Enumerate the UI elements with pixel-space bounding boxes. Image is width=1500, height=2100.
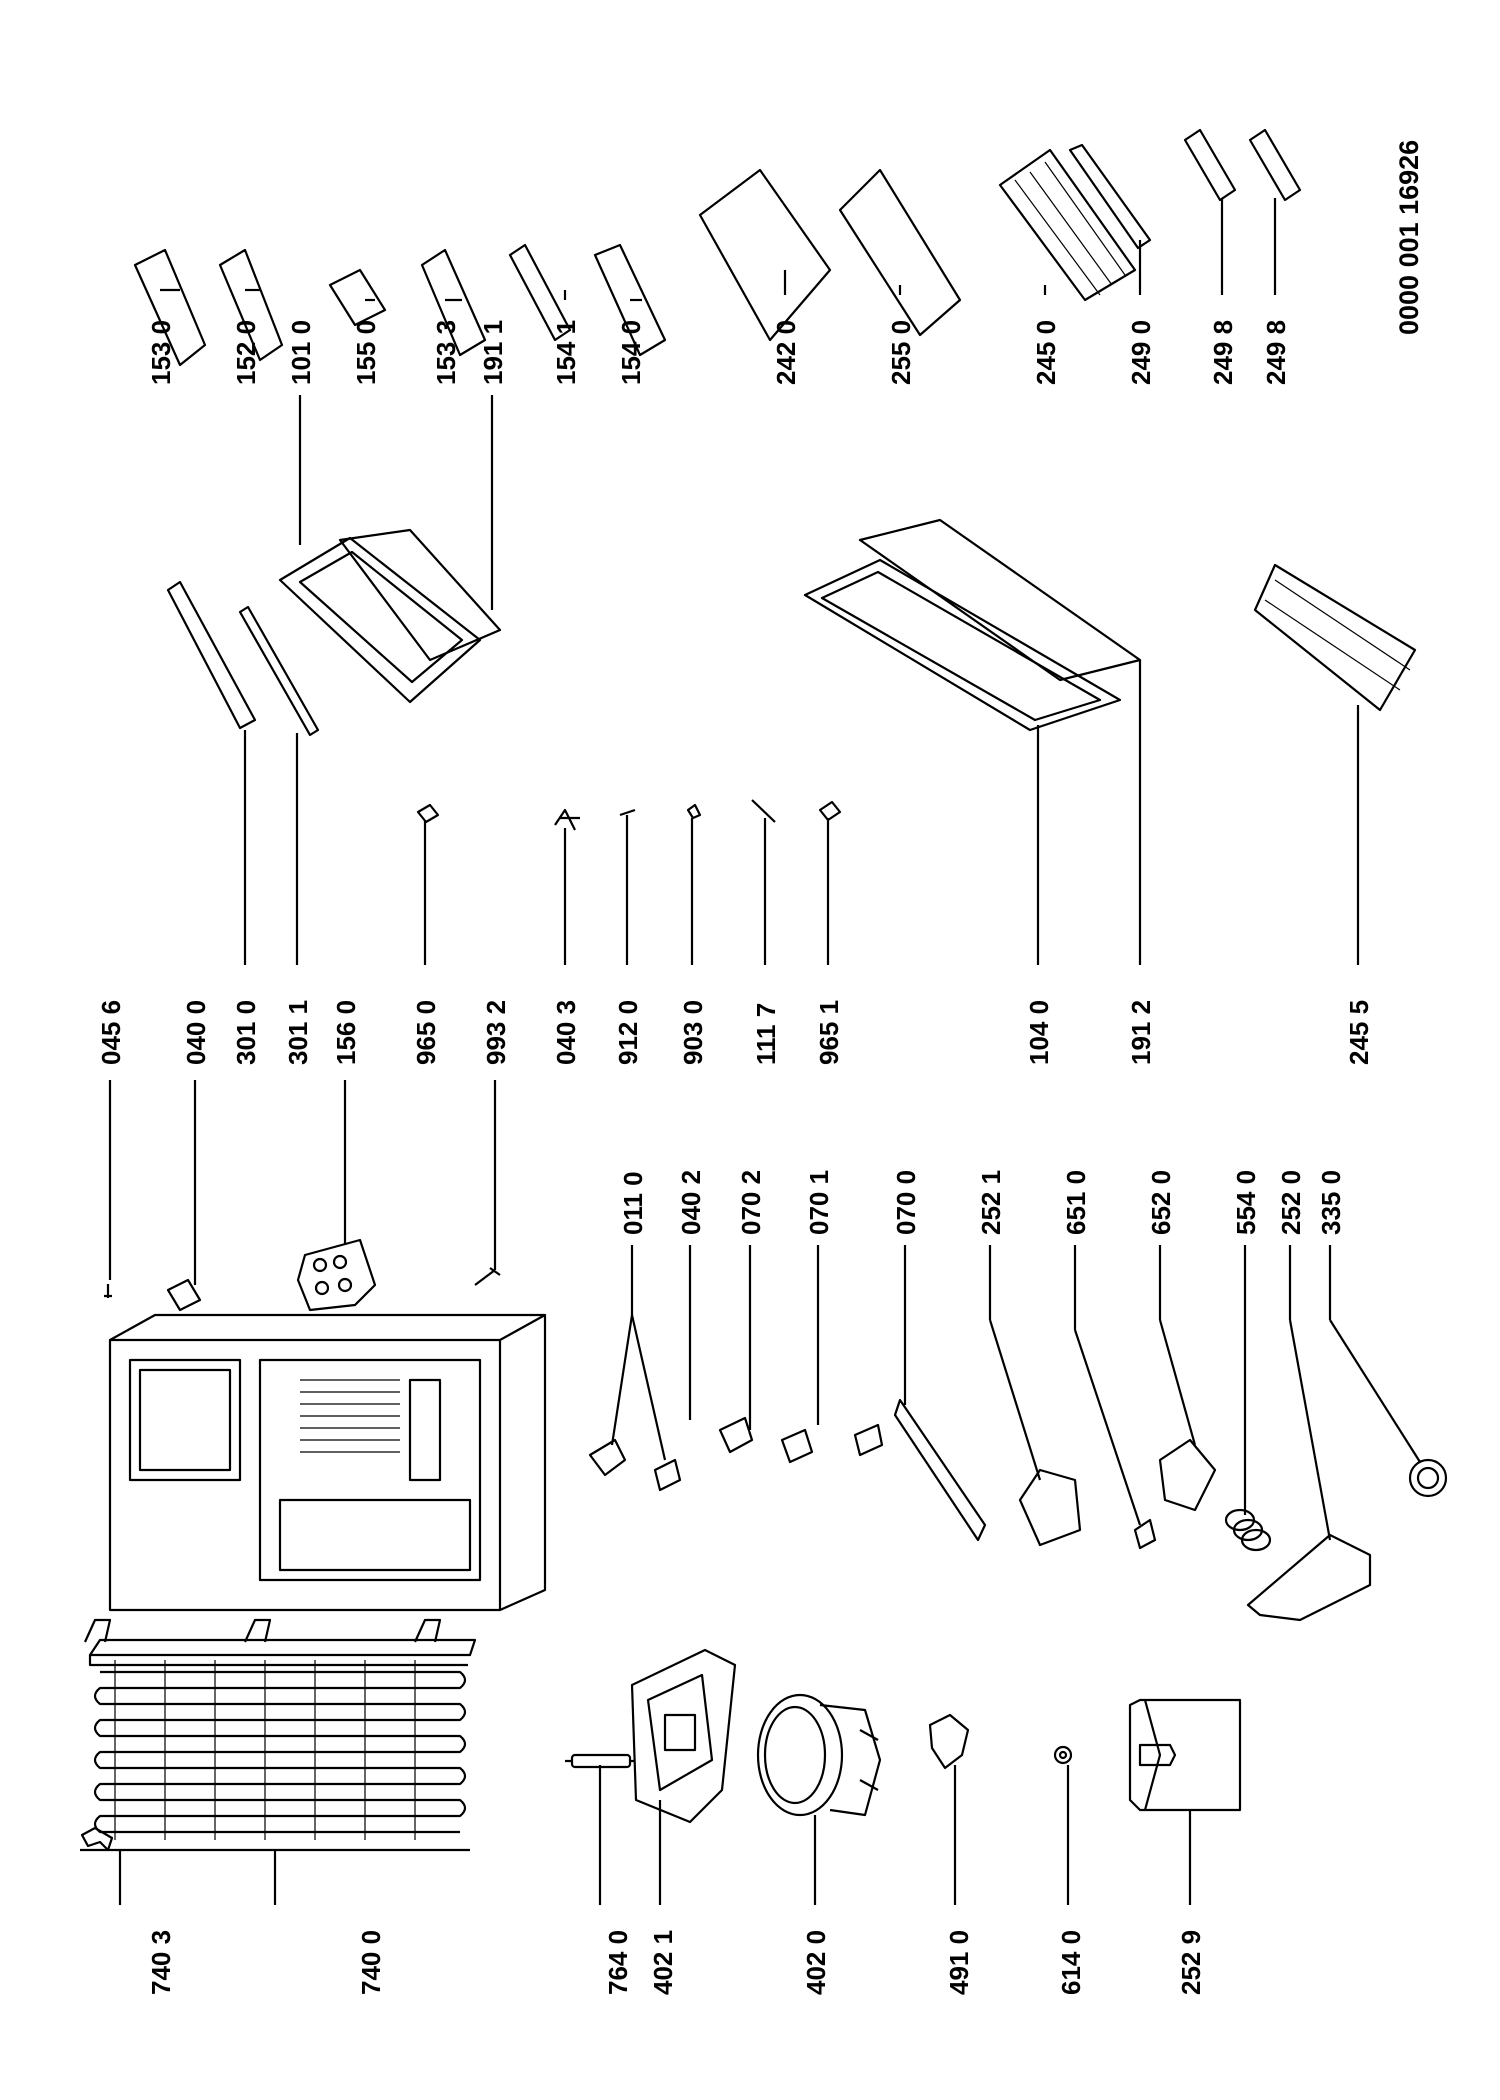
- label-6140: 614 0: [1056, 1930, 1086, 1995]
- filter-drier-part: [565, 1753, 640, 1769]
- label-9120: 912 0: [613, 1000, 643, 1065]
- balcony-part-1520: [218, 248, 284, 362]
- label-1912: 191 2: [1126, 1000, 1156, 1065]
- clip-part-7403: [80, 1826, 114, 1852]
- grommet-part: [1053, 1745, 1073, 1765]
- cabinet-part: [108, 1313, 547, 1612]
- balcony-part-1541: [508, 243, 572, 342]
- drawing-reference: 0000 001 16926: [1394, 140, 1424, 335]
- bottle-rack-part-b: [1248, 128, 1302, 202]
- label-1117: 111 7: [751, 1003, 781, 1065]
- label-2521: 252 1: [976, 1170, 1006, 1235]
- label-2420: 242 0: [771, 320, 801, 385]
- lamp-part: [1133, 1518, 1157, 1550]
- wire-part-9120: [619, 808, 636, 817]
- label-7403: 740 3: [146, 1930, 176, 1995]
- door-gasket-part-1911: [338, 528, 502, 662]
- crisper-drawer-part: [698, 168, 832, 342]
- label-1560: 156 0: [331, 1000, 361, 1065]
- egg-holder-part: [328, 268, 387, 327]
- label-9030: 903 0: [678, 1000, 708, 1065]
- label-7640: 764 0: [603, 1930, 633, 1995]
- relay-cover-part: [928, 1713, 970, 1770]
- label-2529: 252 9: [1176, 1930, 1206, 1995]
- label-0403: 040 3: [551, 1000, 581, 1065]
- label-0701: 070 1: [804, 1170, 834, 1235]
- label-5540: 554 0: [1231, 1170, 1261, 1235]
- label-1541: 154 1: [551, 320, 581, 385]
- sensor-part: [474, 1267, 501, 1286]
- housing-part-2521: [1018, 1468, 1082, 1547]
- balcony-part-1530: [133, 248, 207, 367]
- rail-part-1117: [751, 799, 776, 823]
- label-1540: 154 0: [616, 320, 646, 385]
- compressor-part: [756, 1693, 882, 1817]
- label-9932: 993 2: [481, 1000, 511, 1065]
- upper-door-part: [278, 536, 482, 704]
- condenser-coil-part: [80, 1618, 477, 1852]
- label-0700: 070 0: [891, 1170, 921, 1235]
- label-0400: 040 0: [181, 1000, 211, 1065]
- hinge-part-0402: [718, 1416, 754, 1454]
- hinge-part-0701: [853, 1423, 884, 1457]
- lower-door-part: [803, 558, 1122, 732]
- thermostat-part: [1158, 1438, 1217, 1512]
- label-9651: 965 1: [814, 1000, 844, 1065]
- label-1533: 153 3: [431, 320, 461, 385]
- label-2520: 252 0: [1276, 1170, 1306, 1235]
- knob-part: [1408, 1458, 1448, 1498]
- label-1040: 104 0: [1024, 1000, 1054, 1065]
- balcony-part-1533: [420, 248, 487, 357]
- label-1550: 155 0: [351, 320, 381, 385]
- pin-part: [104, 1284, 112, 1298]
- label-2490: 249 0: [1126, 320, 1156, 385]
- hinge-part-0400: [166, 1278, 202, 1312]
- label-9650: 965 0: [411, 1000, 441, 1065]
- hinge-rail-part: [893, 1398, 987, 1542]
- label-0402: 040 2: [676, 1170, 706, 1235]
- bottle-rack-part-a: [1183, 128, 1237, 202]
- hinge-part-0702: [780, 1428, 814, 1464]
- drain-tray-part: [1128, 1698, 1242, 1812]
- label-1520: 152 0: [231, 320, 261, 385]
- label-1911: 191 1: [478, 320, 508, 385]
- label-3011: 301 1: [283, 1000, 313, 1065]
- shelf-trim-part: [1068, 143, 1152, 250]
- label-2450: 245 0: [1031, 320, 1061, 385]
- bracket-part-0110: [588, 1438, 627, 1477]
- hinge-part-0403: [554, 808, 580, 831]
- label-6510: 651 0: [1061, 1170, 1091, 1235]
- label-6520: 652 0: [1146, 1170, 1176, 1235]
- label-4910: 491 0: [944, 1930, 974, 1995]
- label-1530: 153 0: [146, 320, 176, 385]
- label-0456: 045 6: [96, 1000, 126, 1065]
- screw-part: [653, 1458, 682, 1492]
- leader-lines: [108, 198, 1421, 1905]
- egg-tray-part: [296, 1238, 377, 1312]
- clip-part-9030: [686, 803, 702, 820]
- label-3010: 301 0: [231, 1000, 261, 1065]
- label-2455: 245 5: [1344, 1000, 1374, 1065]
- label-4021: 402 1: [648, 1930, 678, 1995]
- label-2498b: 249 8: [1261, 320, 1291, 385]
- label-0110: 011 0: [618, 1171, 648, 1235]
- label-3350: 335 0: [1316, 1170, 1346, 1235]
- wire-shelf-part: [998, 148, 1137, 302]
- trim-part-3010: [166, 580, 257, 730]
- compressor-cover-part: [630, 1648, 737, 1824]
- wire-part-9651: [818, 800, 842, 822]
- label-2550: 255 0: [886, 320, 916, 385]
- drawer-basket-part: [1253, 563, 1417, 712]
- label-1010: 101 0: [286, 320, 316, 385]
- glass-shelf-part: [838, 168, 962, 337]
- trim-part-3011: [238, 605, 320, 737]
- label-2498a: 249 8: [1208, 320, 1238, 385]
- label-0702: 070 2: [736, 1170, 766, 1235]
- spring-part: [1224, 1508, 1272, 1552]
- label-4020: 402 0: [801, 1930, 831, 1995]
- wire-part-9650: [416, 803, 440, 824]
- label-7400: 740 0: [356, 1930, 386, 1995]
